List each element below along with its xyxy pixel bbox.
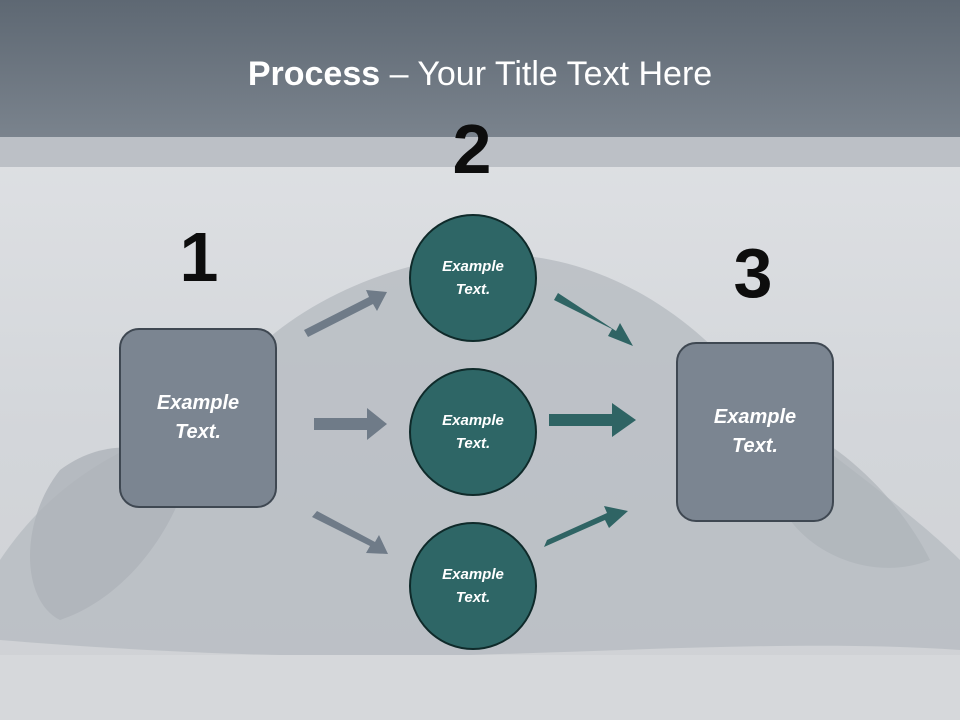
circle-bottom-text: Example Text.: [442, 566, 504, 606]
circle-middle-text: Example Text.: [442, 412, 504, 452]
step-number-3: 3: [733, 234, 773, 312]
arrow-to-middle-circle: [314, 408, 387, 440]
circle-middle: Example Text.: [409, 368, 537, 496]
title-rest: – Your Title Text Here: [380, 55, 713, 93]
circle-top-text: Example Text.: [442, 258, 504, 298]
step-number-1: 1: [179, 218, 219, 296]
circle-bottom: Example Text.: [409, 522, 537, 650]
title-bold: Process: [247, 55, 381, 93]
arrow-to-bottom-circle: [312, 511, 388, 554]
right-step-text: Example Text.: [713, 406, 797, 457]
header-band: [0, 137, 960, 167]
circle-top: Example Text.: [409, 214, 537, 342]
arrow-to-top-circle: [304, 290, 387, 337]
header-bar: [0, 0, 960, 137]
arrow-from-bottom-circle: [544, 506, 628, 547]
arrow-from-top-circle: [554, 293, 633, 346]
left-step-box: Example Text.: [119, 328, 277, 508]
left-step-text: Example Text.: [156, 392, 240, 443]
slide-title: Process – Your Title Text Here: [0, 52, 960, 96]
right-step-box: Example Text.: [676, 342, 834, 522]
arrow-from-middle-circle: [549, 403, 636, 437]
step-number-2: 2: [452, 110, 492, 188]
